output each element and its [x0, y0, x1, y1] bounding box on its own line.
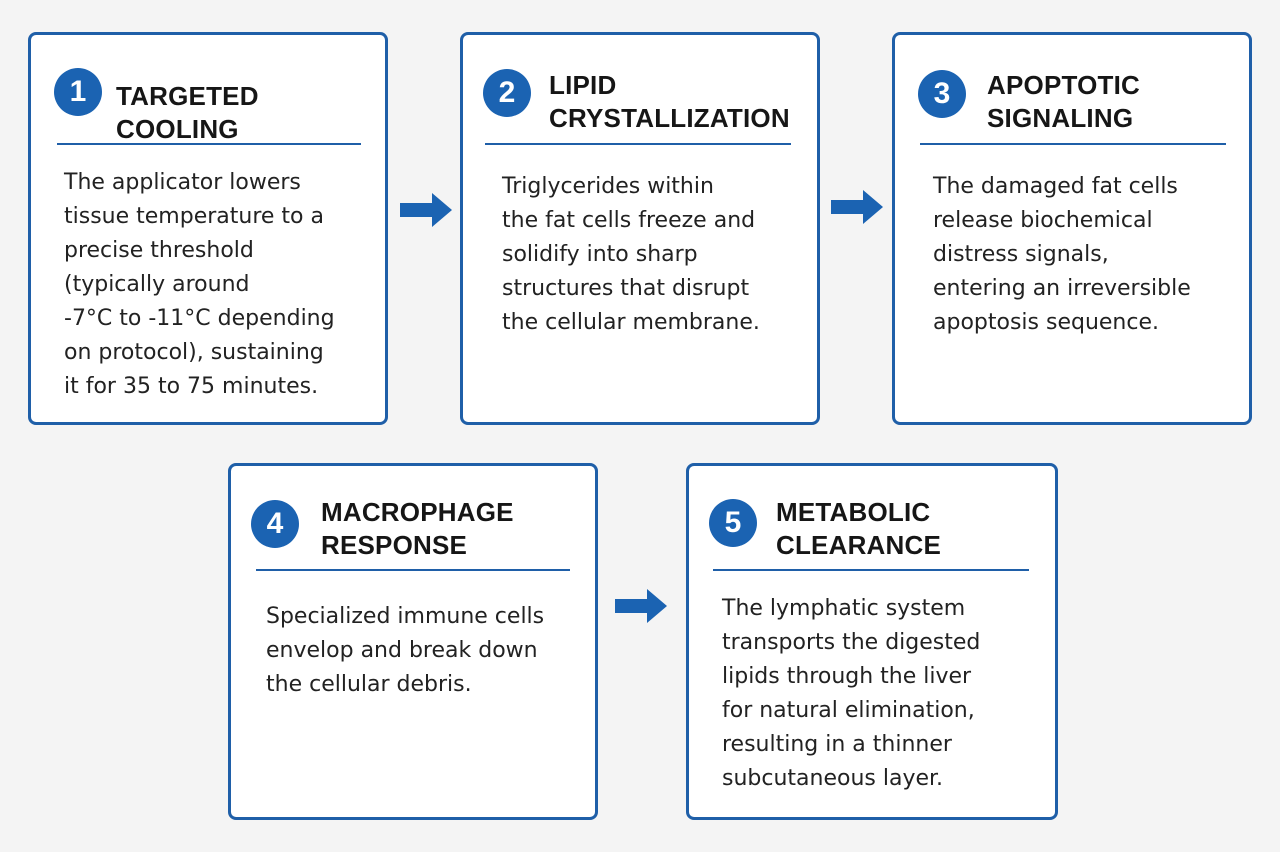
right-arrow-icon — [615, 589, 667, 623]
description-line: structures that disrupt — [502, 276, 750, 301]
description-line: solidify into sharp — [502, 242, 698, 267]
description-line: lipids through the liver — [722, 664, 972, 689]
description-line: on protocol), sustaining — [64, 340, 324, 365]
step-card-2: 2 LIPID CRYSTALLIZATION Triglycerides wi… — [460, 32, 820, 425]
description-line: it for 35 to 75 minutes. — [64, 374, 319, 399]
description-line: the fat cells freeze and — [502, 208, 756, 233]
description-line: subcutaneous layer. — [722, 766, 944, 791]
description-line: The applicator lowers — [64, 170, 301, 195]
step-card-4: 4 MACROPHAGE RESPONSE Specialized immune… — [228, 463, 598, 820]
step-description: The lymphatic system transports the dige… — [722, 592, 980, 796]
step-number-badge: 2 — [483, 69, 531, 117]
step-title-line: MACROPHAGE — [321, 497, 514, 527]
description-line: Specialized immune cells — [266, 604, 545, 629]
step-description: Triglycerides within the fat cells freez… — [502, 170, 760, 340]
step-number-badge: 3 — [918, 70, 966, 118]
title-divider — [256, 569, 570, 571]
step-title-line: METABOLIC — [776, 497, 931, 527]
step-card-3: 3 APOPTOTIC SIGNALING The damaged fat ce… — [892, 32, 1252, 425]
description-line: envelop and break down — [266, 638, 538, 663]
description-line: (typically around — [64, 272, 250, 297]
description-line: release biochemical — [933, 208, 1153, 233]
step-title-line: CRYSTALLIZATION — [549, 103, 790, 133]
step-title: LIPID CRYSTALLIZATION — [549, 69, 790, 135]
description-line: -7°C to -11°C depending — [64, 306, 335, 331]
step-card-5: 5 METABOLIC CLEARANCE The lymphatic syst… — [686, 463, 1058, 820]
description-line: apoptosis sequence. — [933, 310, 1159, 335]
step-number-badge: 1 — [54, 68, 102, 116]
step-title-line: SIGNALING — [987, 103, 1134, 133]
title-divider — [485, 143, 791, 145]
step-description: Specialized immune cells envelop and bre… — [266, 600, 544, 702]
description-line: the cellular debris. — [266, 672, 472, 697]
title-divider — [57, 143, 361, 145]
description-line: the cellular membrane. — [502, 310, 760, 335]
step-title: METABOLIC CLEARANCE — [776, 496, 941, 562]
title-divider — [920, 143, 1226, 145]
right-arrow-icon — [831, 190, 883, 224]
step-title-line: RESPONSE — [321, 530, 468, 560]
step-title: TARGETED COOLING — [116, 81, 259, 144]
step-title-line: LIPID — [549, 70, 617, 100]
description-line: entering an irreversible — [933, 276, 1191, 301]
step-card-1: 1 TARGETED COOLING The applicator lowers… — [28, 32, 388, 425]
step-number-badge: 5 — [709, 499, 757, 547]
description-line: The lymphatic system — [722, 596, 966, 621]
step-title-line: CLEARANCE — [776, 530, 942, 560]
step-title: APOPTOTIC SIGNALING — [987, 69, 1140, 135]
description-line: transports the digested — [722, 630, 981, 655]
description-line: The damaged fat cells — [933, 174, 1178, 199]
description-line: tissue temperature to a — [64, 204, 324, 229]
step-description: The applicator lowers tissue temperature… — [64, 166, 335, 404]
right-arrow-icon — [400, 193, 452, 227]
description-line: precise threshold — [64, 238, 254, 263]
description-line: Triglycerides within — [502, 174, 714, 199]
description-line: resulting in a thinner — [722, 732, 952, 757]
title-divider — [713, 569, 1029, 571]
description-line: distress signals, — [933, 242, 1109, 267]
step-title-line: APOPTOTIC — [987, 70, 1141, 100]
description-line: for natural elimination, — [722, 698, 975, 723]
step-description: The damaged fat cells release biochemica… — [933, 170, 1191, 340]
step-title: MACROPHAGE RESPONSE — [321, 496, 514, 562]
step-number-badge: 4 — [251, 500, 299, 548]
